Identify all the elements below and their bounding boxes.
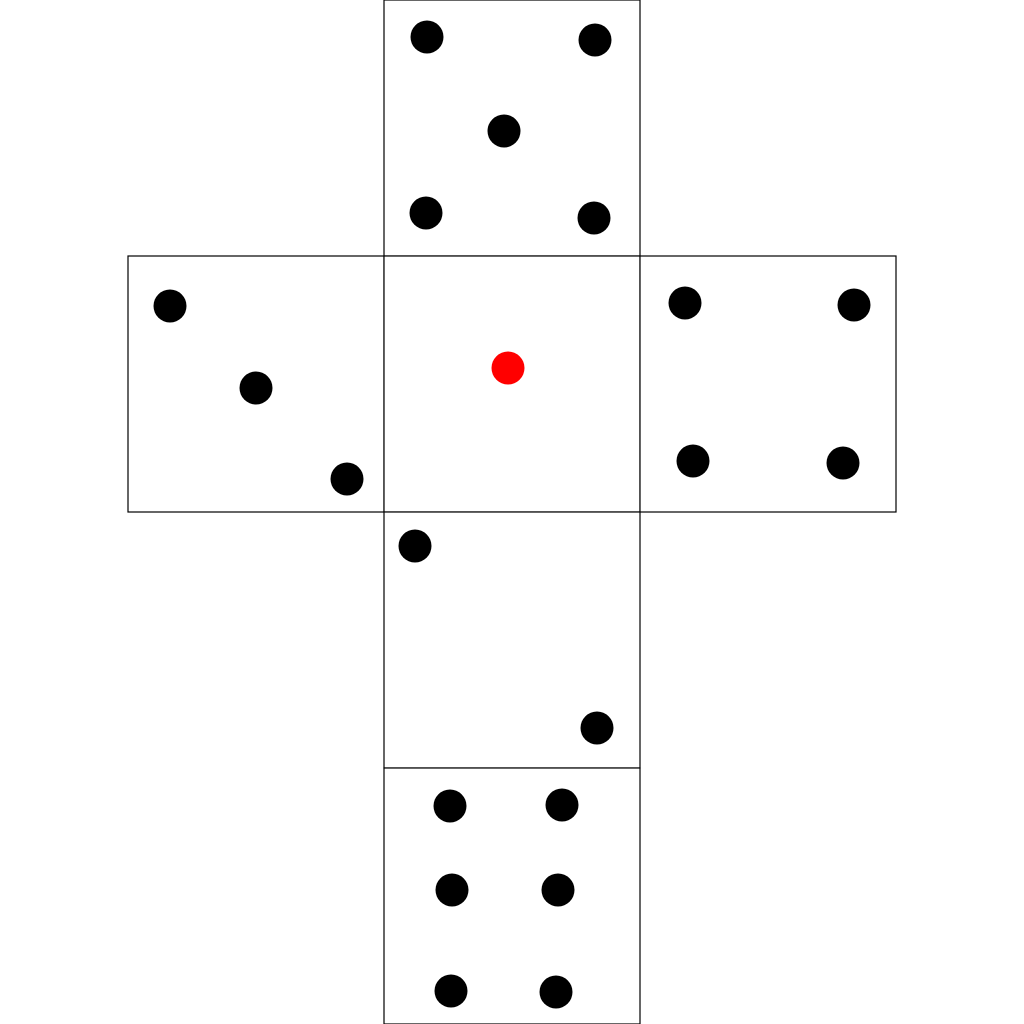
pip-bottom-6: [539, 975, 573, 1009]
pip-right-2: [837, 288, 871, 322]
face-center: [383, 255, 641, 513]
face-left-pips: [153, 289, 364, 496]
face-bottom-border: [383, 767, 641, 1024]
face-bottom-pips: [433, 788, 579, 1009]
pip-top-2: [578, 23, 612, 57]
pip-left-3: [330, 462, 364, 496]
face-top: [383, 0, 641, 257]
face-center-pips: [491, 351, 525, 385]
pip-right-4: [826, 446, 860, 480]
pip-top-3: [487, 114, 521, 148]
die-faces: [127, 0, 897, 1024]
pip-top-5: [577, 201, 611, 235]
pip-top-4: [409, 196, 443, 230]
face-lower-pips: [398, 529, 614, 745]
pip-bottom-2: [545, 788, 579, 822]
pip-lower-1: [398, 529, 432, 563]
pip-top-1: [410, 20, 444, 54]
pip-lower-2: [580, 711, 614, 745]
face-top-pips: [409, 20, 612, 235]
face-left: [127, 255, 385, 513]
face-right: [639, 255, 897, 513]
pip-bottom-4: [541, 873, 575, 907]
pip-bottom-5: [434, 974, 468, 1008]
pip-center-1: [491, 351, 525, 385]
pip-right-1: [668, 286, 702, 320]
pip-left-1: [153, 289, 187, 323]
pip-bottom-3: [435, 873, 469, 907]
pip-left-2: [239, 371, 273, 405]
face-lower: [383, 511, 641, 769]
pip-right-3: [676, 444, 710, 478]
face-bottom: [383, 767, 641, 1024]
pip-bottom-1: [433, 789, 467, 823]
face-right-pips: [668, 286, 871, 480]
